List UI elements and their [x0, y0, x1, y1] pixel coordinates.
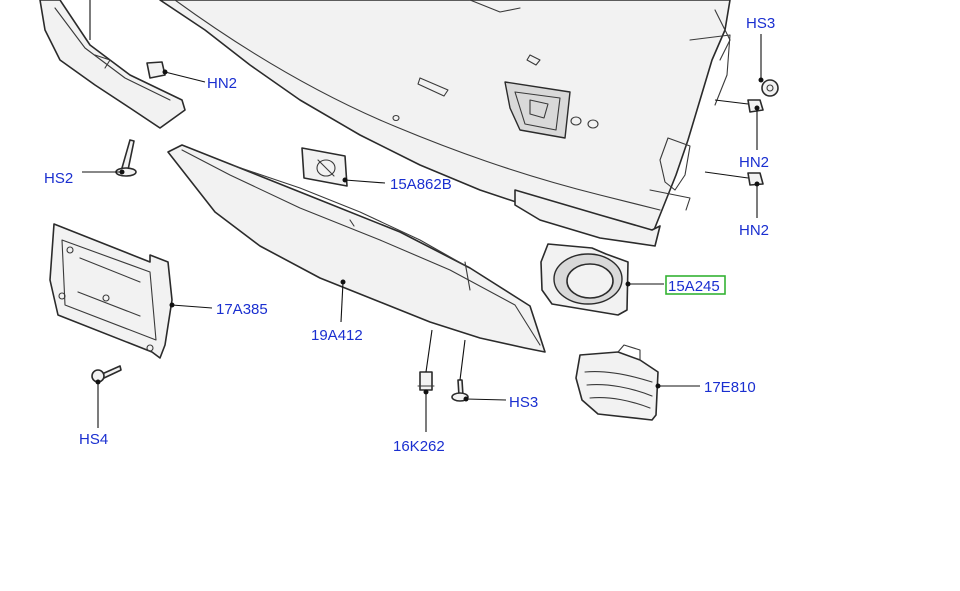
leader-lines	[82, 0, 764, 432]
callout-hn2-right-lower[interactable]: HN2	[739, 222, 769, 239]
callout-hs3-top[interactable]: HS3	[746, 15, 775, 32]
callout-17e810[interactable]: 17E810	[704, 379, 756, 396]
callout-15a245[interactable]: 15A245	[668, 278, 720, 295]
bumper-cover	[159, 0, 731, 247]
fog-lamp-bezel-15a245	[540, 243, 629, 316]
callout-17a385[interactable]: 17A385	[216, 301, 268, 318]
callout-highlight-box	[665, 275, 726, 295]
callout-15a862b[interactable]: 15A862B	[390, 176, 452, 193]
licence-plate-bracket-17a385	[49, 223, 173, 359]
grille-insert-17e810	[575, 344, 659, 421]
bumper-reinforcement-19a412	[167, 144, 546, 353]
callout-16k262[interactable]: 16K262	[393, 438, 445, 455]
callout-hn2-right-upper[interactable]: HN2	[739, 154, 769, 171]
callout-hs3-bottom[interactable]: HS3	[509, 394, 538, 411]
callout-hn2-left[interactable]: HN2	[207, 75, 237, 92]
callout-hs4[interactable]: HS4	[79, 431, 108, 448]
callout-hs2[interactable]: HS2	[44, 170, 73, 187]
left-bumper-support-strip	[39, 0, 186, 129]
callout-19a412[interactable]: 19A412	[311, 327, 363, 344]
clip-15a862b	[301, 147, 348, 187]
callout-labels: HS3 HN2 HS2 15A862B HN2 HN2 15A245 17A38…	[44, 15, 775, 455]
